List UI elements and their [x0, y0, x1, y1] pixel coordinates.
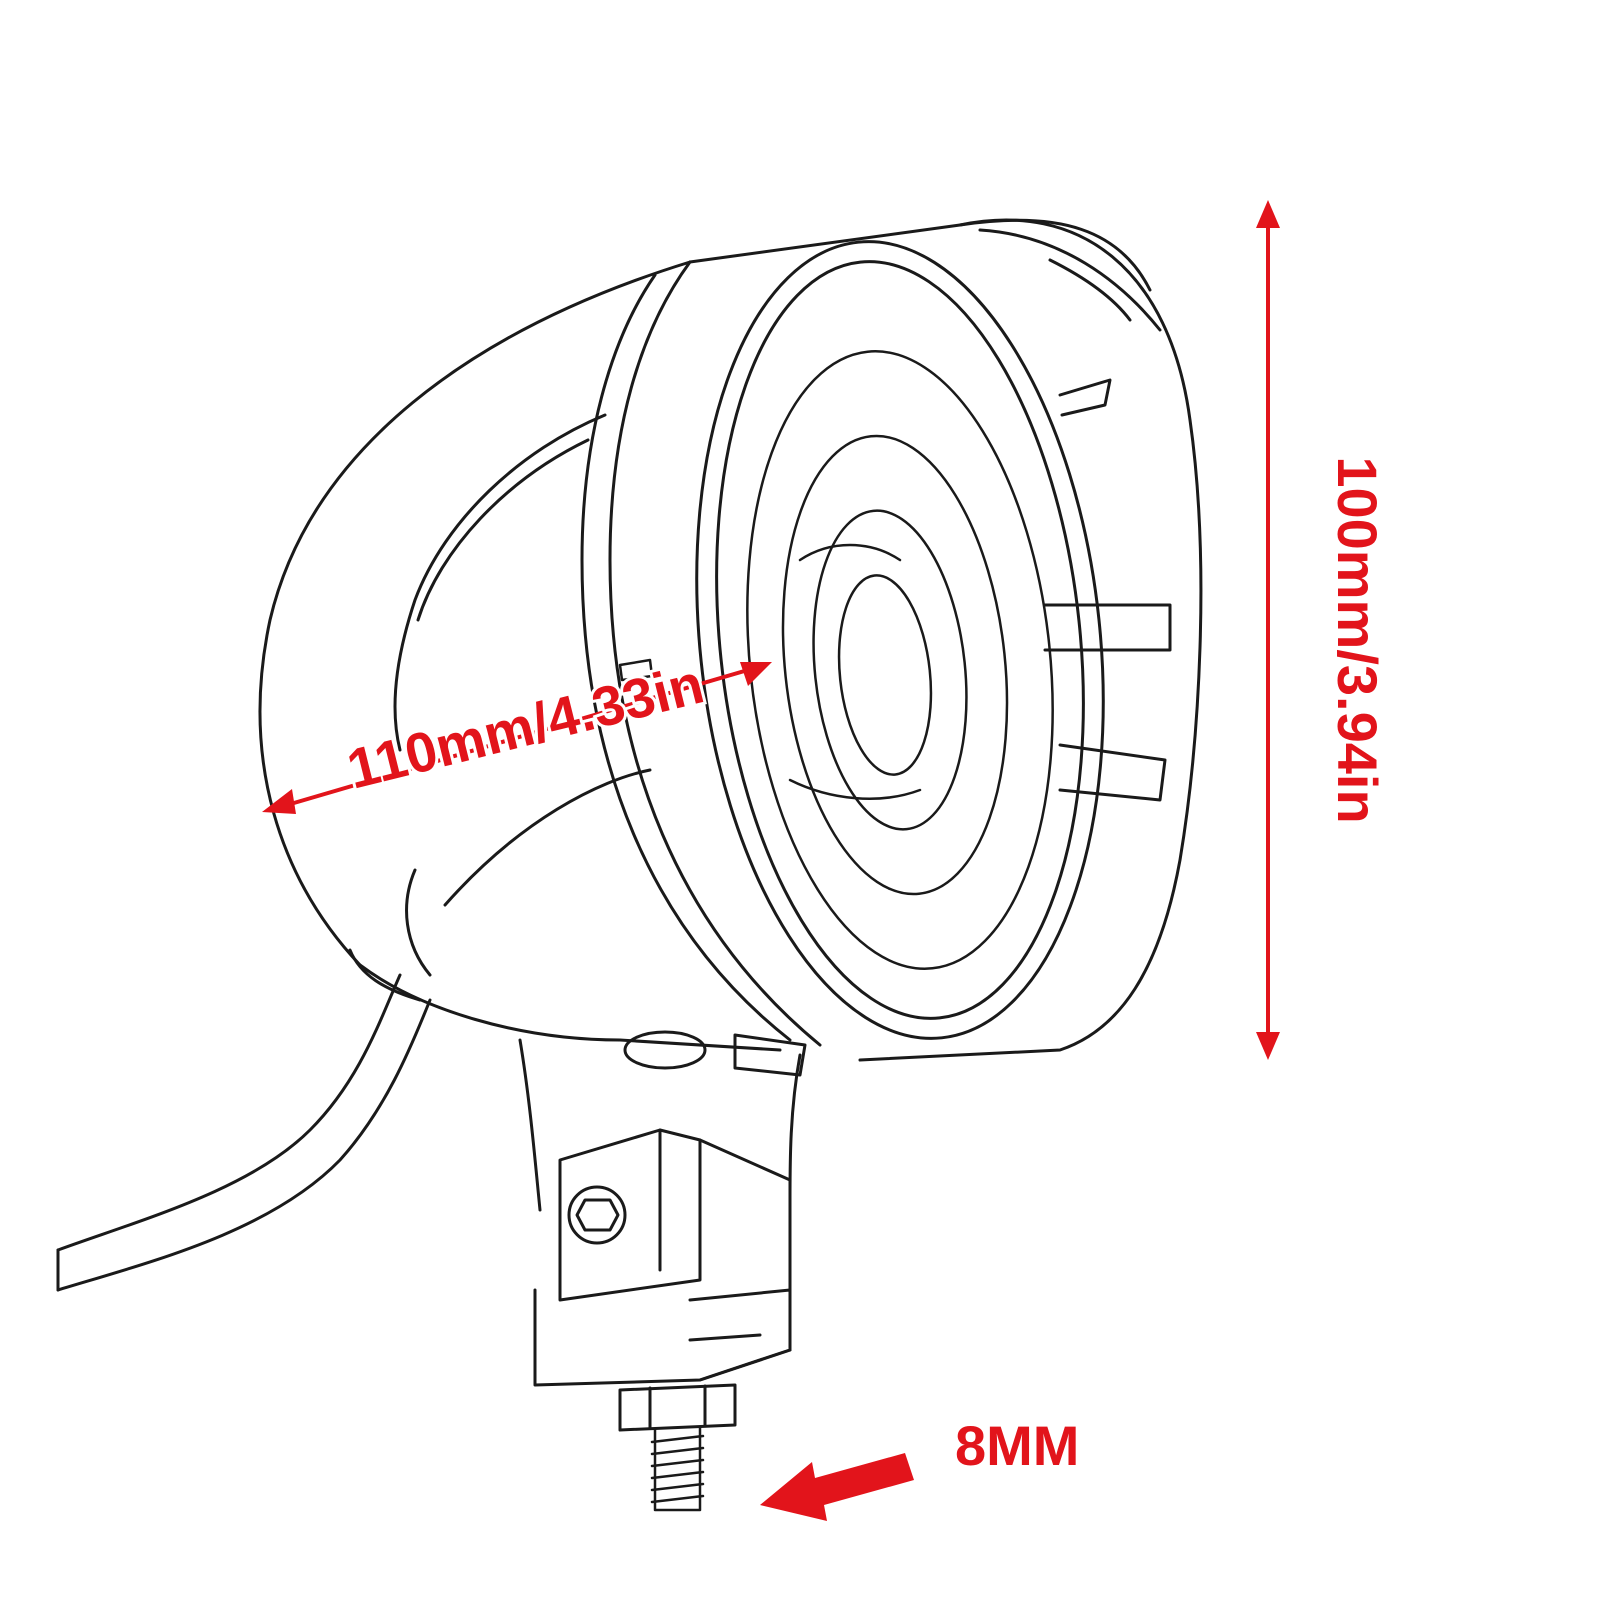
dimension-annotations: 110mm/4.33in 100mm/3.94in 8MM [262, 200, 1389, 1521]
height-dimension-arrow [1256, 200, 1280, 1060]
seam-screw [618, 658, 654, 682]
width-dimension-arrow [262, 662, 772, 814]
headlight-bezel [695, 218, 1203, 1062]
height-dimension-label: 100mm/3.94in [1326, 456, 1389, 823]
bolt-size-label: 8MM [955, 1414, 1079, 1477]
headlight-shell [258, 218, 1152, 1052]
bolt-pointer-arrow [760, 1453, 914, 1521]
threaded-bolt [650, 1426, 705, 1512]
mounting-bracket [518, 1030, 807, 1432]
headlight-illustration [56, 218, 1203, 1512]
cable [56, 973, 432, 1292]
headlight-lens [746, 350, 1054, 970]
